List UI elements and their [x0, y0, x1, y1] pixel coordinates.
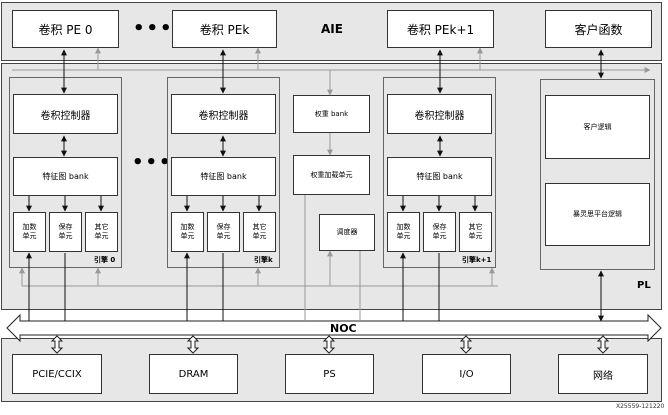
engine-k1-add-unit: 加数单元 [387, 212, 420, 252]
engine-k-other-unit: 其它单元 [243, 212, 276, 252]
conv-pe-0-label: 卷积 PE 0 [38, 22, 93, 37]
engine-k-save-unit-label: 保存单元 [216, 223, 231, 240]
engine-k1-feature-bank: 特征图 bank [387, 157, 492, 196]
noc-io-arrow [459, 335, 473, 354]
io: I/O [422, 354, 511, 394]
platform-logic-label: 暴灵思平台逻辑 [573, 210, 622, 218]
dram: DRAM [149, 354, 238, 394]
noc-network-arrow [596, 335, 610, 354]
engine-0-add-unit-label: 加数单元 [22, 223, 37, 240]
pl-label: PL [637, 280, 651, 291]
engine-k-save-unit: 保存单元 [207, 212, 240, 252]
conv-pe-k1-label: 卷积 PEk+1 [406, 22, 475, 37]
aie-label: AIE [321, 22, 343, 36]
noc-pcie-arrow [50, 335, 64, 354]
engine-k-conv-controller: 卷积控制器 [171, 94, 276, 134]
engine-k1-feature-bank-label: 特征图 bank [416, 172, 463, 181]
engine-k-feature-bank-label: 特征图 bank [200, 172, 247, 181]
engine-0-save-unit: 保存单元 [49, 212, 82, 252]
engine-0-other-unit-label: 其它单元 [94, 223, 109, 240]
engine-0-feature-bank-label: 特征图 bank [42, 172, 89, 181]
ps: PS [285, 354, 374, 394]
noc-bus [6, 313, 662, 343]
engine-k1-save-unit: 保存单元 [423, 212, 456, 252]
engine-0-other-unit: 其它单元 [85, 212, 118, 252]
io-label: I/O [459, 368, 474, 380]
client-function-label: 客户函数 [574, 22, 623, 37]
engine-0-conv-controller: 卷积控制器 [13, 94, 118, 134]
weight-load-unit-label: 权重加载单元 [310, 170, 353, 179]
ps-label: PS [323, 368, 336, 380]
engine-0-feature-bank: 特征图 bank [13, 157, 118, 196]
noc-label: NOC [330, 322, 357, 335]
client-logic: 客户逻辑 [545, 95, 650, 159]
pcie-ccix-label: PCIE/CCIX [32, 368, 82, 380]
network: 网络 [558, 354, 648, 394]
pl-ellipsis: ••• [132, 152, 173, 173]
pcie-ccix: PCIE/CCIX [12, 354, 102, 394]
conv-pe-0: 卷积 PE 0 [12, 10, 119, 48]
figure-id: X25559-121220 [616, 403, 665, 410]
engine-k-feature-bank: 特征图 bank [171, 157, 276, 196]
engine-k1-save-unit-label: 保存单元 [432, 223, 447, 240]
scheduler: 调度器 [319, 214, 375, 251]
dram-label: DRAM [178, 368, 209, 380]
client-function: 客户函数 [545, 10, 652, 48]
engine-0-conv-controller-label: 卷积控制器 [40, 110, 91, 122]
engine-k-label: 引擎k [254, 256, 273, 264]
scheduler-label: 调度器 [336, 228, 358, 236]
network-label: 网络 [593, 370, 613, 382]
engine-k-add-unit-label: 加数单元 [180, 223, 195, 240]
engine-k-conv-controller-label: 卷积控制器 [198, 110, 249, 122]
conv-pe-k: 卷积 PEk [172, 10, 277, 48]
engine-k1-add-unit-label: 加数单元 [396, 223, 411, 240]
engine-k1-label: 引擎k+1 [462, 256, 492, 264]
client-logic-label: 客户逻辑 [583, 122, 612, 131]
weight-load-unit: 权重加载单元 [293, 155, 370, 195]
aie-ellipsis: ••• [133, 18, 174, 39]
engine-0-label: 引擎 0 [94, 256, 116, 264]
engine-k-add-unit: 加数单元 [171, 212, 204, 252]
weight-bank-label: 权重 bank [314, 109, 349, 118]
engine-k-other-unit-label: 其它单元 [252, 223, 267, 240]
noc-ps-arrow [322, 335, 336, 354]
conv-pe-k-label: 卷积 PEk [199, 22, 250, 37]
noc-dram-arrow [186, 335, 200, 354]
engine-0-save-unit-label: 保存单元 [58, 223, 73, 240]
engine-k1-other-unit-label: 其它单元 [468, 223, 483, 240]
platform-logic: 暴灵思平台逻辑 [545, 183, 650, 246]
engine-k1-other-unit: 其它单元 [459, 212, 492, 252]
engine-k1-conv-controller: 卷积控制器 [387, 94, 492, 134]
engine-k1-conv-controller-label: 卷积控制器 [414, 110, 465, 122]
engine-0-add-unit: 加数单元 [13, 212, 46, 252]
conv-pe-k1: 卷积 PEk+1 [387, 10, 494, 48]
